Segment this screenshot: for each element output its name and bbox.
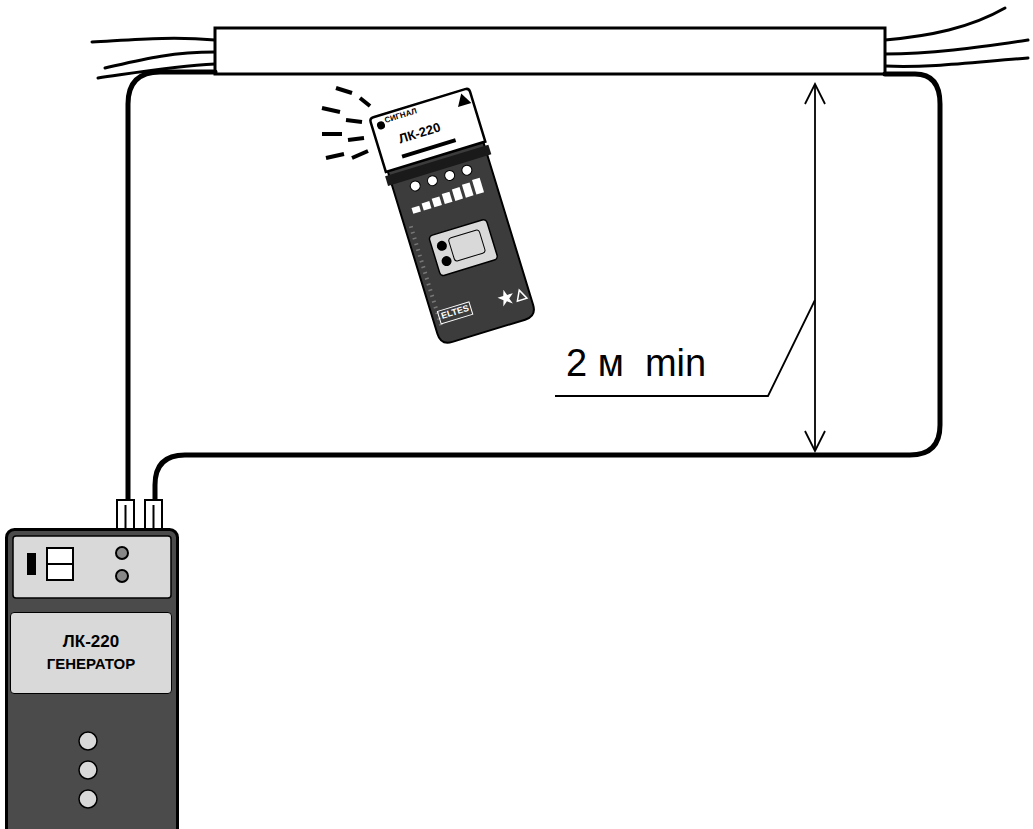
generator-leads [128, 72, 940, 505]
generator-label-panel: ЛК-220ГЕНЕРАТОР [10, 612, 172, 694]
dimension-line [555, 84, 825, 451]
generator-unit: ЛК-220ГЕНЕРАТОР [5, 528, 179, 829]
dimension-label: 2 м min [566, 344, 706, 382]
signal-waves [322, 88, 370, 158]
cable-tube [215, 28, 885, 74]
receiver-unit: СИГНАЛЛК-220ELTES [365, 85, 543, 349]
lead-plugs [117, 500, 162, 530]
unit-name: ГЕНЕРАТОР [47, 653, 136, 675]
wire-ends [92, 8, 1028, 78]
model-name: ЛК-220 [63, 631, 119, 653]
